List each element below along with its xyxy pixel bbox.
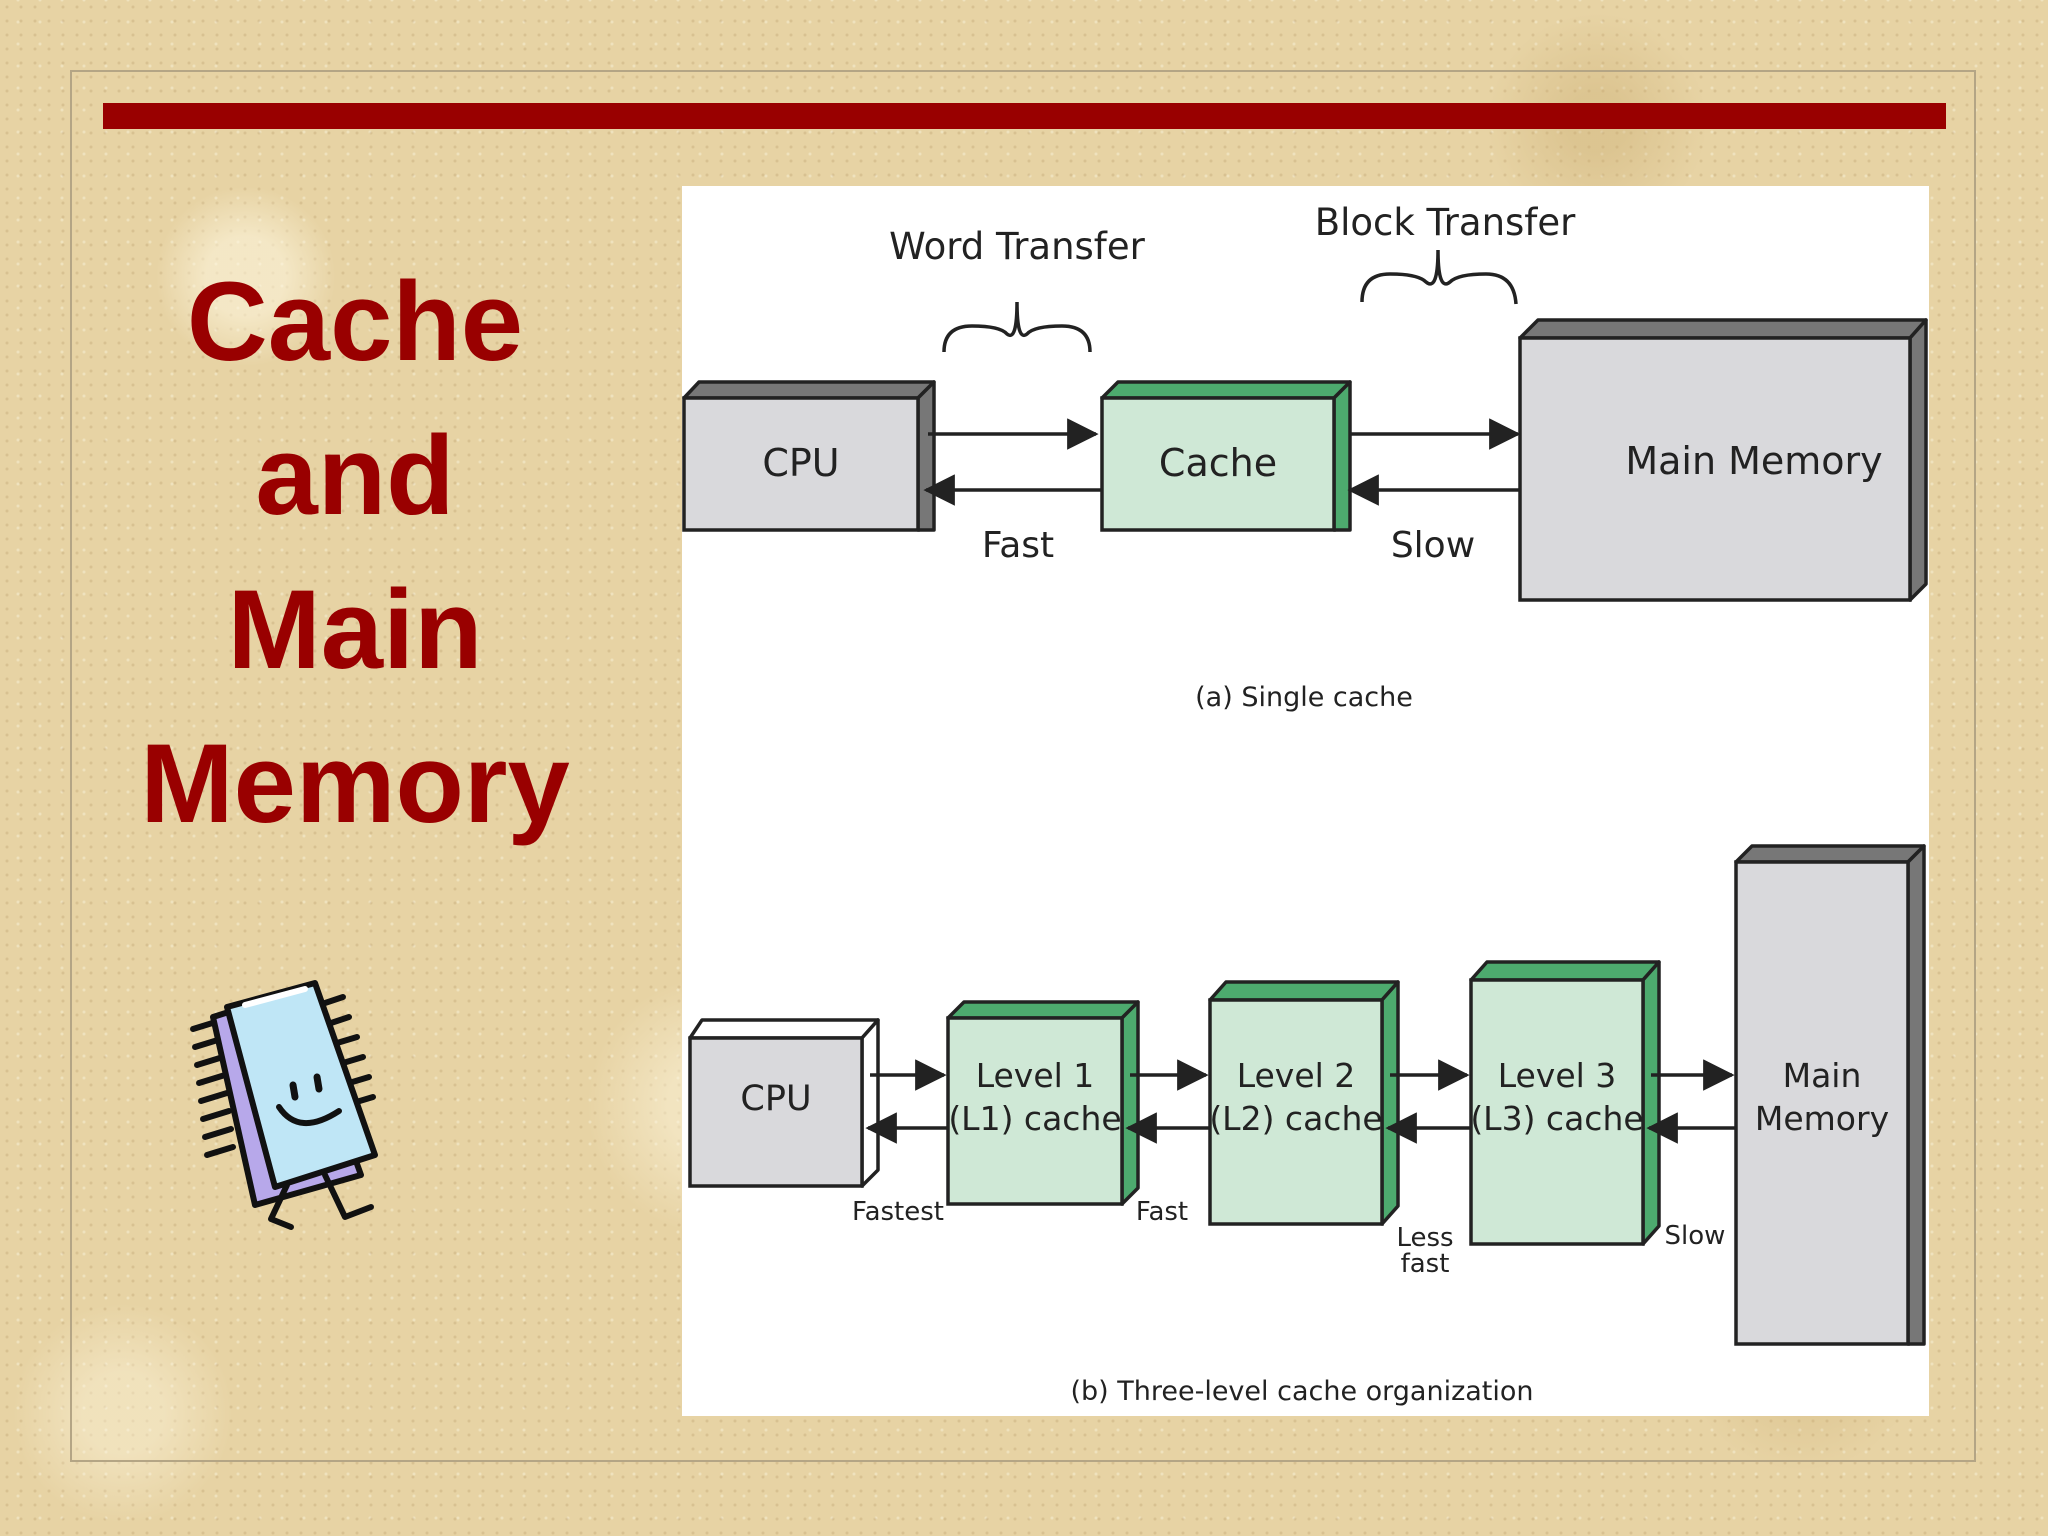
three-level-main-memory-box [1734, 844, 1926, 1346]
single-cache-caption: (a) Single cache [1195, 682, 1413, 713]
three-level-fast-label: Fast [1136, 1197, 1188, 1227]
l3-line1: Level 3 [1498, 1056, 1617, 1095]
single-cpu-label: CPU [762, 441, 839, 485]
fast-label: Fast [982, 525, 1054, 566]
less-fast-line2: fast [1401, 1249, 1450, 1279]
less-fast-line1: Less [1396, 1223, 1453, 1253]
single-main-memory-box [1518, 318, 1928, 602]
slide-title: Cache and Main Memory [110, 245, 600, 861]
l3-cache-box [1469, 960, 1661, 1246]
fastest-label: Fastest [852, 1197, 944, 1227]
l1-line1: Level 1 [976, 1056, 1095, 1095]
slide-frame [70, 70, 1976, 1462]
word-transfer-brace [942, 301, 1092, 353]
three-level-cpu-label: CPU [740, 1079, 811, 1119]
l2-cache-box [1208, 980, 1400, 1226]
word-transfer-label: Word Transfer [889, 225, 1145, 268]
smiling-memory-chip-icon [175, 955, 405, 1235]
three-level-cpu-box [688, 1018, 880, 1188]
cache-diagram: Word Transfer Block Transfer CPU Cache M… [682, 186, 1929, 1416]
three-level-slow-label: Slow [1665, 1221, 1726, 1251]
l1-cache-box [946, 1000, 1140, 1206]
block-transfer-brace [1360, 249, 1518, 305]
l2-line1: Level 2 [1237, 1056, 1356, 1095]
title-accent-bar [103, 103, 1946, 129]
mem-line2: Memory [1755, 1099, 1889, 1138]
single-cache-label: Cache [1159, 441, 1277, 485]
title-line-2: and [255, 413, 455, 538]
l3-line2: (L3) cache [1470, 1099, 1643, 1138]
three-level-caption: (b) Three-level cache organization [1070, 1376, 1533, 1407]
title-line-1: Cache [186, 259, 524, 384]
l2-line2: (L2) cache [1209, 1099, 1382, 1138]
single-cache-box [1100, 380, 1352, 532]
slow-label: Slow [1391, 525, 1475, 566]
mem-line1: Main [1783, 1056, 1862, 1095]
block-transfer-label: Block Transfer [1315, 201, 1576, 244]
l1-line2: (L1) cache [948, 1099, 1121, 1138]
title-line-3: Main [227, 567, 483, 692]
title-line-4: Memory [140, 721, 570, 846]
single-main-memory-label: Main Memory [1625, 439, 1882, 483]
